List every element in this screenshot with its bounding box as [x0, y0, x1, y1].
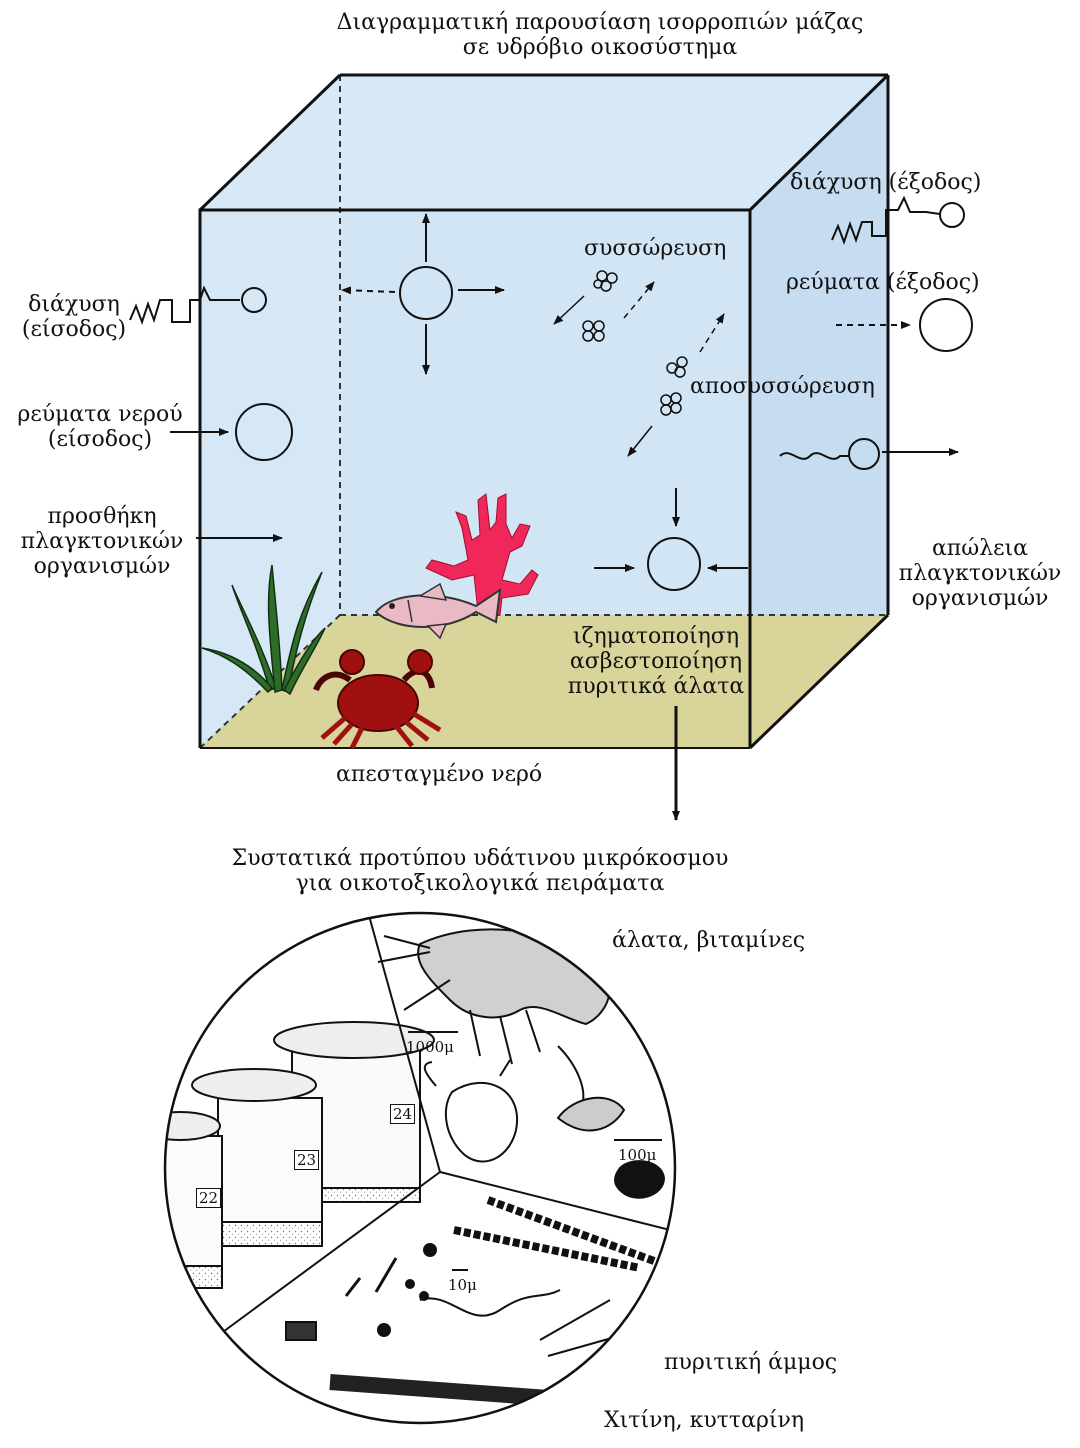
top-title-line2: σε υδρόβιο οικοσύστημα — [300, 35, 900, 60]
label-diffusion-in-line2: (είσοδος) — [14, 317, 134, 342]
label-salts: άλατα, βιταμίνες — [612, 928, 805, 953]
label-aggregation: συσσώρευση — [584, 236, 726, 261]
label-currents-in-line1: ρεύματα νερού — [6, 402, 194, 427]
label-plankton-add-line2: πλαγκτονικών — [12, 529, 192, 554]
scale-bar-100: 100μ — [618, 1146, 656, 1164]
jar-number-23: 23 — [294, 1150, 319, 1170]
jar-number-22: 22 — [196, 1188, 221, 1208]
label-plankton-add: προσθήκη πλαγκτονικών οργανισμών — [12, 504, 192, 579]
label-currents-in-line2: (είσοδος) — [6, 427, 194, 452]
label-plankton-loss-line1: απώλεια — [890, 536, 1070, 561]
label-plankton-loss-line3: οργανισμών — [890, 586, 1070, 611]
label-plankton-loss: απώλεια πλαγκτονικών οργανισμών — [890, 536, 1070, 611]
microcosm-title-line1: Συστατικά προτύπου υδάτινου μικρόκοσμου — [180, 846, 780, 871]
label-chitin: Χιτίνη, κυτταρίνη — [604, 1408, 804, 1433]
top-title-line1: Διαγραμματική παρουσίαση ισορροπιών μάζα… — [300, 10, 900, 35]
label-diffusion-in-line1: διάχυση — [14, 292, 134, 317]
label-sediment: ιζηματοποίηση ασβεστοποίηση πυριτικά άλα… — [556, 624, 756, 699]
label-disaggregation: αποσυσσώρευση — [690, 374, 875, 399]
scale-bar-1000: 1000μ — [406, 1038, 454, 1056]
microcosm-circle — [140, 912, 690, 1423]
label-plankton-add-line1: προσθήκη — [12, 504, 192, 529]
label-currents-out: ρεύματα (έξοδος) — [786, 270, 980, 295]
label-diffusion-in: διάχυση (είσοδος) — [14, 292, 134, 342]
label-distilled-water: απεσταγμένο νερό — [336, 762, 542, 787]
microcosm-title: Συστατικά προτύπου υδάτινου μικρόκοσμου … — [180, 846, 780, 896]
scale-bar-10: 10μ — [448, 1276, 477, 1294]
label-currents-in: ρεύματα νερού (είσοδος) — [6, 402, 194, 452]
label-sediment-line2: ασβεστοποίηση — [556, 649, 756, 674]
label-silica-sand: πυριτική άμμος — [664, 1350, 837, 1375]
top-title: Διαγραμματική παρουσίαση ισορροπιών μάζα… — [300, 10, 900, 60]
label-plankton-add-line3: οργανισμών — [12, 554, 192, 579]
jar-number-24: 24 — [390, 1104, 415, 1124]
label-diffusion-out: διάχυση (έξοδος) — [790, 170, 981, 195]
label-sediment-line3: πυριτικά άλατα — [556, 674, 756, 699]
tank — [200, 75, 888, 748]
microcosm-title-line2: για οικοτοξικολογικά πειράματα — [180, 871, 780, 896]
label-plankton-loss-line2: πλαγκτονικών — [890, 561, 1070, 586]
label-sediment-line1: ιζηματοποίηση — [556, 624, 756, 649]
